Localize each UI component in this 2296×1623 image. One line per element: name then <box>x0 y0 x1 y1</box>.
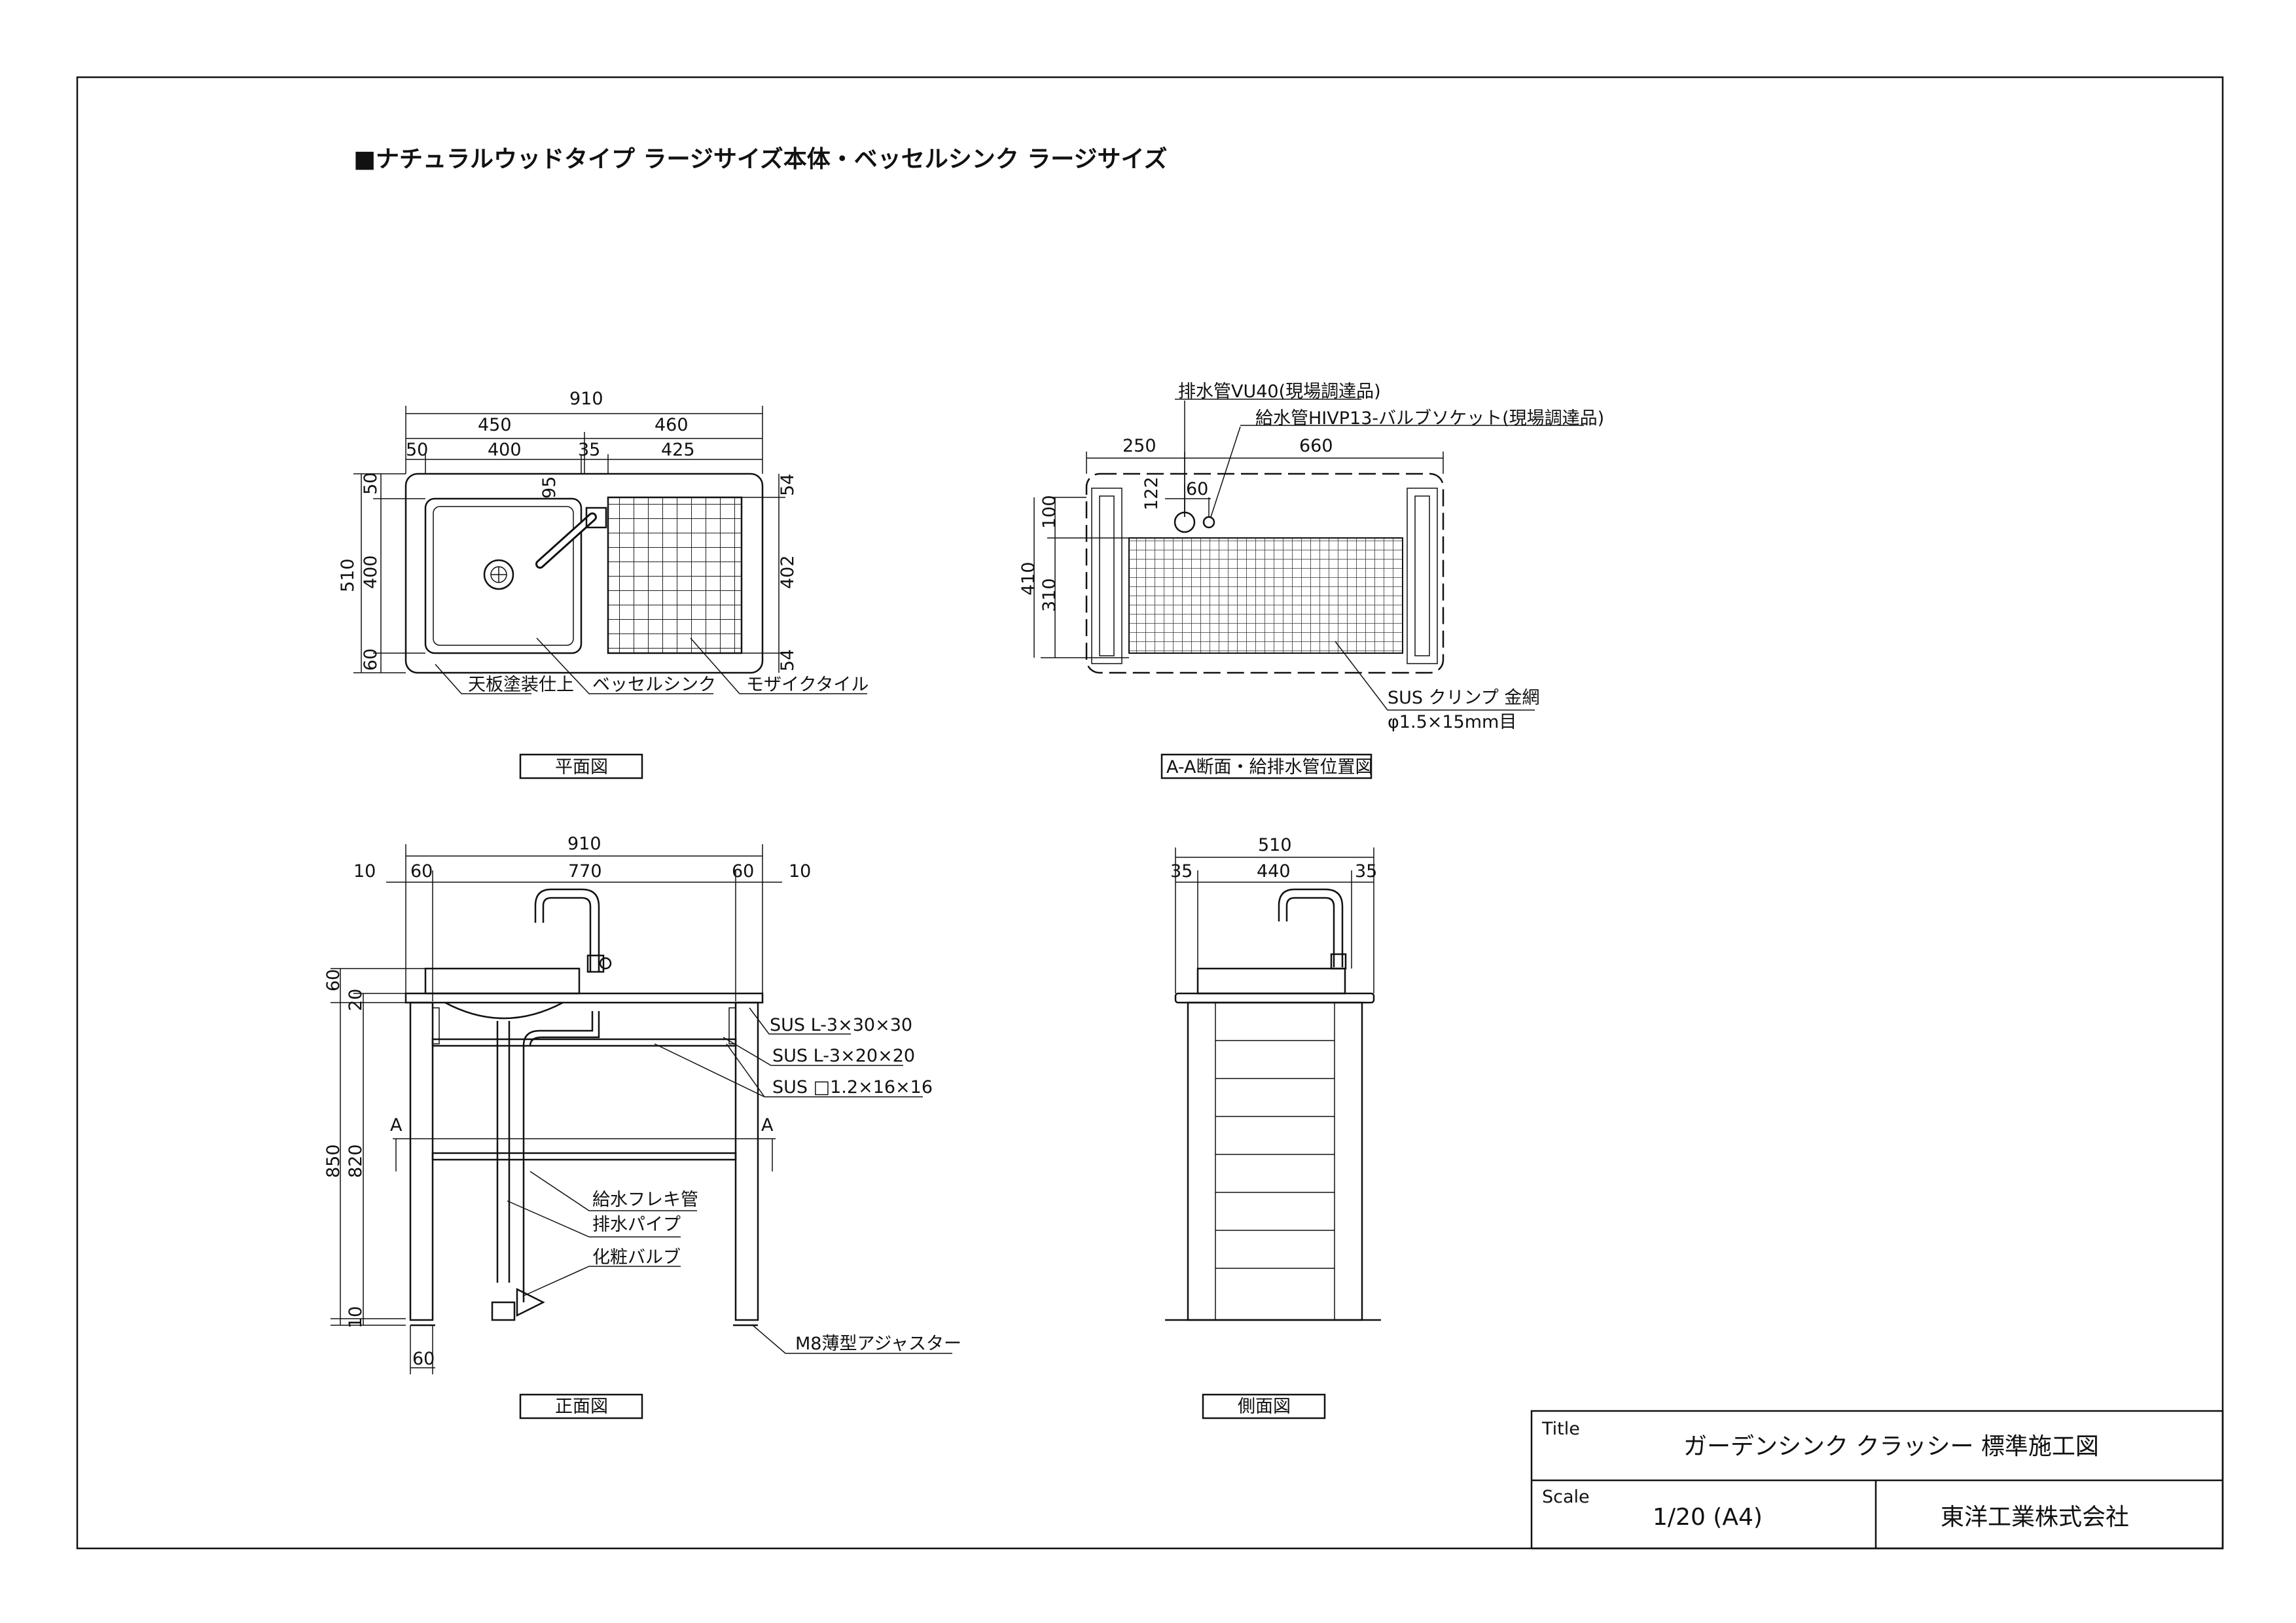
svg-text:化粧バルブ: 化粧バルブ <box>592 1247 681 1268</box>
svg-text:50: 50 <box>361 473 381 495</box>
svg-text:850: 850 <box>323 1144 344 1178</box>
svg-text:給水管HIVP13-バルブソケット(現場調達品): 給水管HIVP13-バルブソケット(現場調達品) <box>1255 408 1604 429</box>
mosaic-tile-area <box>607 496 743 654</box>
svg-text:10: 10 <box>789 861 811 882</box>
svg-text:60: 60 <box>1186 479 1208 499</box>
svg-text:A: A <box>390 1115 403 1135</box>
svg-text:SUS クリンプ 金網: SUS クリンプ 金網 <box>1388 688 1539 708</box>
svg-text:給水フレキ管: 給水フレキ管 <box>592 1190 698 1210</box>
scale-label: Scale <box>1542 1487 1590 1507</box>
svg-text:60: 60 <box>361 649 381 671</box>
sheet-border <box>76 76 2224 1550</box>
svg-text:60: 60 <box>412 1349 435 1369</box>
svg-text:20: 20 <box>346 989 366 1011</box>
svg-text:10: 10 <box>353 861 376 882</box>
svg-text:250: 250 <box>1122 436 1157 456</box>
svg-text:ベッセルシンク: ベッセルシンク <box>592 675 716 695</box>
svg-text:排水パイプ: 排水パイプ <box>592 1215 681 1235</box>
svg-text:910: 910 <box>567 834 601 854</box>
svg-text:450: 450 <box>478 415 512 435</box>
title-label: Title <box>1541 1419 1580 1439</box>
svg-text:400: 400 <box>488 440 522 460</box>
svg-text:SUS L-3×20×20: SUS L-3×20×20 <box>772 1046 915 1066</box>
front-view: A A 910 10 60 770 60 10 60 20 850 820 10… <box>323 834 961 1419</box>
svg-text:310: 310 <box>1039 578 1060 612</box>
svg-text:モザイクタイル: モザイクタイル <box>746 675 869 695</box>
svg-text:35: 35 <box>578 440 600 460</box>
svg-text:A: A <box>761 1115 774 1135</box>
scale-value: 1/20 (A4) <box>1653 1504 1763 1531</box>
svg-text:SUS L-3×30×30: SUS L-3×30×30 <box>770 1015 912 1035</box>
section-view: 250 660 60 122 100 410 310 排水管VU40(現場調達品… <box>1018 382 1604 779</box>
svg-text:φ1.5×15mm目: φ1.5×15mm目 <box>1388 712 1516 732</box>
svg-text:122: 122 <box>1141 476 1162 510</box>
svg-text:60: 60 <box>732 861 754 882</box>
svg-text:425: 425 <box>661 440 695 460</box>
svg-text:510: 510 <box>338 558 358 592</box>
side-view: 510 35 440 35 側面図 <box>1165 835 1381 1419</box>
drawing-heading: ■ナチュラルウッドタイプ ラージサイズ本体・ベッセルシンク ラージサイズ <box>353 145 1167 173</box>
svg-text:402: 402 <box>778 555 798 589</box>
svg-text:SUS □1.2×16×16: SUS □1.2×16×16 <box>772 1077 933 1097</box>
front-caption: 正面図 <box>555 1397 608 1417</box>
section-caption: A-A断面・給排水管位置図 <box>1166 757 1373 777</box>
svg-text:660: 660 <box>1299 436 1333 456</box>
svg-text:天板塗装仕上: 天板塗装仕上 <box>468 675 574 695</box>
svg-text:60: 60 <box>323 969 344 991</box>
svg-text:10: 10 <box>346 1306 366 1329</box>
svg-text:M8薄型アジャスター: M8薄型アジャスター <box>795 1334 961 1354</box>
sus-mesh-area <box>1128 537 1403 654</box>
side-caption: 側面図 <box>1238 1397 1291 1417</box>
svg-text:510: 510 <box>1258 835 1292 855</box>
title-block: Title ガーデンシンク クラッシー 標準施工図 Scale 1/20 (A4… <box>1530 1410 2224 1550</box>
svg-text:440: 440 <box>1257 861 1291 882</box>
svg-text:35: 35 <box>1170 861 1193 882</box>
svg-text:460: 460 <box>655 415 689 435</box>
svg-text:820: 820 <box>346 1144 366 1178</box>
svg-text:910: 910 <box>569 389 603 409</box>
svg-text:400: 400 <box>361 555 381 589</box>
svg-text:770: 770 <box>568 861 602 882</box>
svg-text:54: 54 <box>778 649 798 671</box>
supply-pipe-circle <box>1202 516 1215 529</box>
svg-text:54: 54 <box>778 474 798 496</box>
svg-text:410: 410 <box>1018 562 1039 596</box>
plan-caption: 平面図 <box>555 757 608 777</box>
svg-text:60: 60 <box>410 861 433 882</box>
plan-view: 910 450 460 50 400 35 425 510 50 400 60 … <box>338 389 869 779</box>
svg-text:35: 35 <box>1355 861 1377 882</box>
svg-text:排水管VU40(現場調達品): 排水管VU40(現場調達品) <box>1178 382 1381 402</box>
svg-text:100: 100 <box>1039 495 1060 529</box>
svg-text:95: 95 <box>539 476 560 499</box>
company-name: 東洋工業株式会社 <box>1941 1504 2129 1531</box>
svg-text:50: 50 <box>406 440 428 460</box>
drawing-title: ガーデンシンク クラッシー 標準施工図 <box>1683 1433 2099 1460</box>
